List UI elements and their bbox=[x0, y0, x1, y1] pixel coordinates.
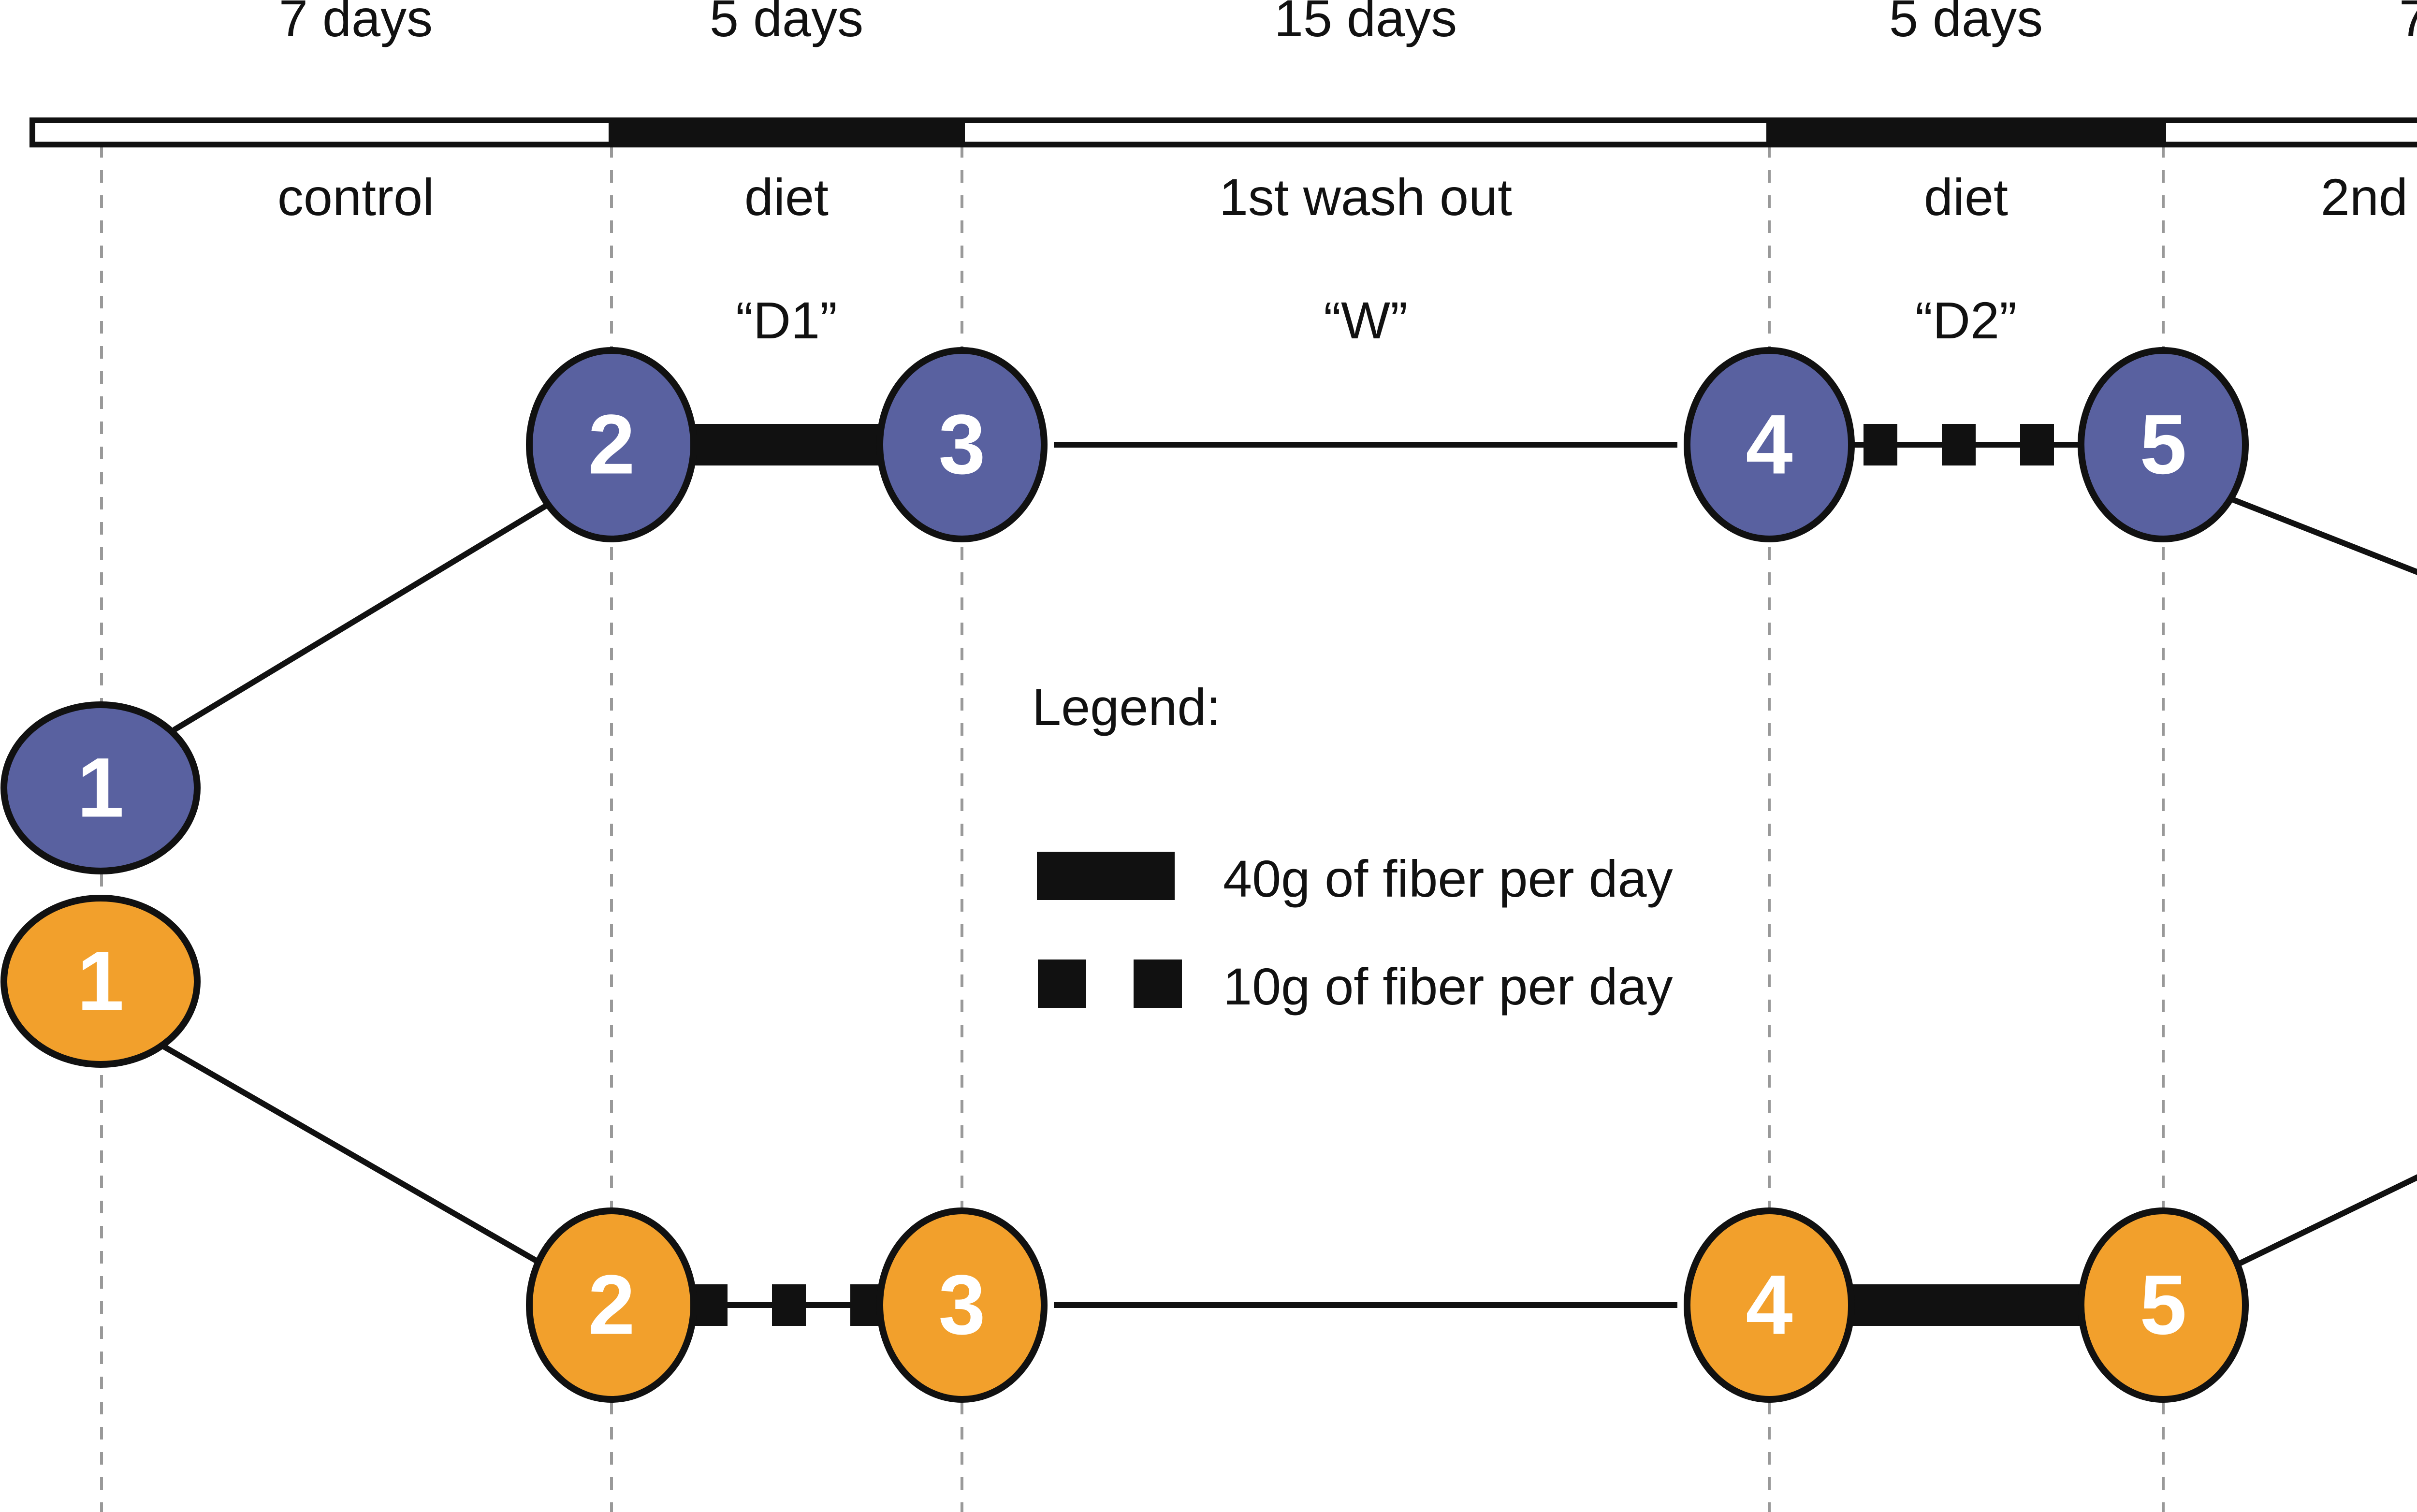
legend-item-10g: 10g of fiber per day bbox=[1038, 957, 1673, 1016]
node-blue-2[interactable]: 2 bbox=[526, 347, 697, 542]
phase-label-diet1: diet bbox=[744, 168, 829, 226]
node-blue-1[interactable]: 1 bbox=[0, 701, 201, 874]
legend-swatch-dotted-square-1-icon bbox=[1038, 960, 1086, 1008]
orange-arm-nodes: 1 2 3 4 5 6 bbox=[0, 895, 2249, 1403]
orange-link-1-2 bbox=[158, 1041, 548, 1269]
blue-arm-links bbox=[172, 424, 2417, 733]
duration-label-diet1: 5 days bbox=[710, 0, 863, 47]
duration-label-washout2: 7 days bbox=[2399, 0, 2417, 47]
duration-label-diet2: 5 days bbox=[1889, 0, 2043, 47]
phase-labels-group: control diet 1st wash out diet 2nd wash … bbox=[277, 168, 2417, 226]
node-label: 5 bbox=[2140, 398, 2186, 492]
blue-link-1-2 bbox=[172, 500, 553, 733]
duration-labels-group: 7 days 5 days 15 days 5 days 7 days bbox=[279, 0, 2417, 47]
duration-label-control: 7 days bbox=[279, 0, 433, 47]
period-code-labels-group: “D1” “W” “D2” bbox=[736, 291, 2017, 349]
period-code-d1: “D1” bbox=[736, 291, 837, 349]
legend-label-10g: 10g of fiber per day bbox=[1223, 957, 1673, 1016]
node-label: 3 bbox=[938, 1258, 985, 1352]
timeline-bar bbox=[29, 117, 2417, 147]
node-label: 2 bbox=[588, 398, 635, 492]
legend-item-40g: 40g of fiber per day bbox=[1037, 849, 1673, 908]
timeline-segment-control bbox=[29, 117, 614, 147]
orange-arm-links bbox=[158, 1041, 2417, 1326]
legend-title: Legend: bbox=[1032, 678, 1221, 736]
node-shape bbox=[2078, 1207, 2249, 1403]
node-blue-5[interactable]: 5 bbox=[2078, 347, 2249, 542]
node-label: 4 bbox=[1746, 398, 1792, 492]
phase-label-washout1: 1st wash out bbox=[1219, 168, 1512, 226]
node-blue-4[interactable]: 4 bbox=[1684, 347, 1855, 542]
node-orange-4[interactable]: 4 bbox=[1684, 1207, 1855, 1403]
duration-label-washout1: 15 days bbox=[1274, 0, 1457, 47]
node-shape bbox=[0, 895, 201, 1068]
node-blue-3[interactable]: 3 bbox=[876, 347, 1048, 542]
node-shape bbox=[526, 1207, 697, 1403]
phase-label-diet2: diet bbox=[1924, 168, 2008, 226]
node-orange-3[interactable]: 3 bbox=[876, 1207, 1048, 1403]
node-shape bbox=[876, 347, 1048, 542]
node-shape bbox=[876, 1207, 1048, 1403]
node-label: 1 bbox=[77, 741, 124, 835]
node-label: 4 bbox=[1746, 1258, 1792, 1352]
node-shape bbox=[526, 347, 697, 542]
period-code-d2: “D2” bbox=[1915, 291, 2017, 349]
timeline-segment-washout1 bbox=[959, 117, 1772, 147]
timeline-segment-washout2 bbox=[2160, 117, 2417, 147]
phase-label-washout2: 2nd wash out bbox=[2321, 168, 2417, 226]
legend-label-40g: 40g of fiber per day bbox=[1223, 849, 1673, 908]
blue-link-5-6 bbox=[2227, 495, 2417, 575]
node-label: 1 bbox=[77, 934, 124, 1029]
legend-swatch-solid-bar-icon bbox=[1037, 852, 1175, 900]
node-label: 5 bbox=[2140, 1258, 2186, 1352]
node-shape bbox=[2078, 347, 2249, 542]
legend: Legend: 40g of fiber per day 10g of fibe… bbox=[1032, 678, 1673, 1016]
timeline-segment-diet2 bbox=[1769, 117, 2163, 147]
node-orange-1[interactable]: 1 bbox=[0, 895, 201, 1068]
period-code-w: “W” bbox=[1324, 291, 1408, 349]
node-label: 3 bbox=[938, 398, 985, 492]
node-shape bbox=[1684, 347, 1855, 542]
node-orange-5[interactable]: 5 bbox=[2078, 1207, 2249, 1403]
legend-swatch-dotted-square-2-icon bbox=[1134, 960, 1182, 1008]
node-shape bbox=[0, 701, 201, 874]
timeline-segment-diet1 bbox=[612, 117, 962, 147]
orange-link-5-6 bbox=[2232, 1174, 2417, 1269]
phase-label-control: control bbox=[277, 168, 434, 226]
node-label: 2 bbox=[588, 1258, 635, 1352]
node-orange-2[interactable]: 2 bbox=[526, 1207, 697, 1403]
blue-arm-nodes: 1 2 3 4 5 6 bbox=[0, 347, 2249, 874]
node-shape bbox=[1684, 1207, 1855, 1403]
